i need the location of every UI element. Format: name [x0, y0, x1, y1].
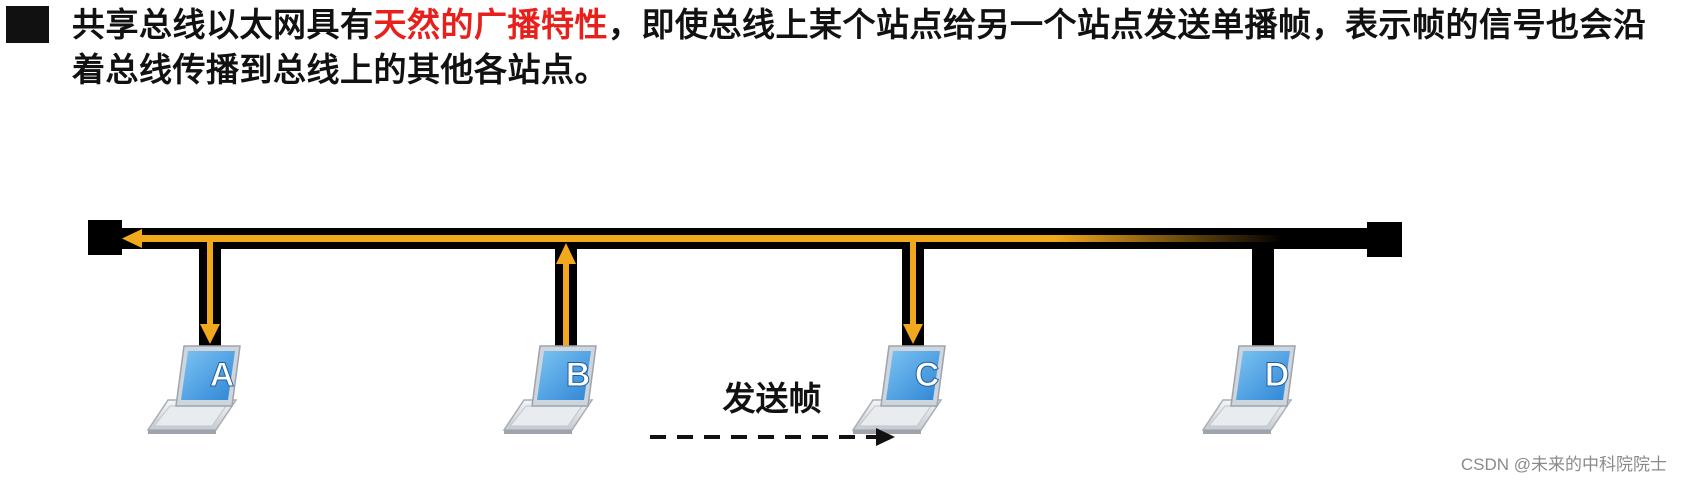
signal-drop-b [563, 262, 569, 357]
caption-part2: ，即使总线上某个站点给另一个站点发送单播帧，表示帧的信号也会沿着总线传播到总线上… [72, 5, 1647, 89]
station-label-b: B [566, 356, 591, 394]
signal-arrow-left [122, 229, 142, 248]
drop-d [1252, 245, 1274, 357]
signal-drop-c [910, 238, 916, 326]
send-arrow-head [876, 428, 895, 446]
signal-drop-a [207, 238, 213, 326]
signal-arrow-a [200, 324, 220, 344]
signal-arrow-b [556, 243, 576, 264]
caption-highlight: 天然的广播特性 [373, 5, 608, 44]
station-label-c: C [915, 356, 940, 394]
signal-arrow-c [903, 324, 923, 344]
watermark: CSDN @未来的中科院院士 [1460, 455, 1667, 474]
terminator-right [1367, 222, 1402, 257]
station-label-d: D [1265, 356, 1290, 394]
bullet-square [6, 6, 49, 43]
station-label-a: A [210, 356, 235, 394]
caption-text: 共享总线以太网具有天然的广播特性，即使总线上某个站点给另一个站点发送单播帧，表示… [72, 2, 1677, 92]
caption-part1: 共享总线以太网具有 [72, 5, 374, 44]
signal-bus [138, 235, 1283, 242]
terminator-left [88, 220, 122, 255]
send-frame-label: 发送帧 [723, 379, 822, 418]
